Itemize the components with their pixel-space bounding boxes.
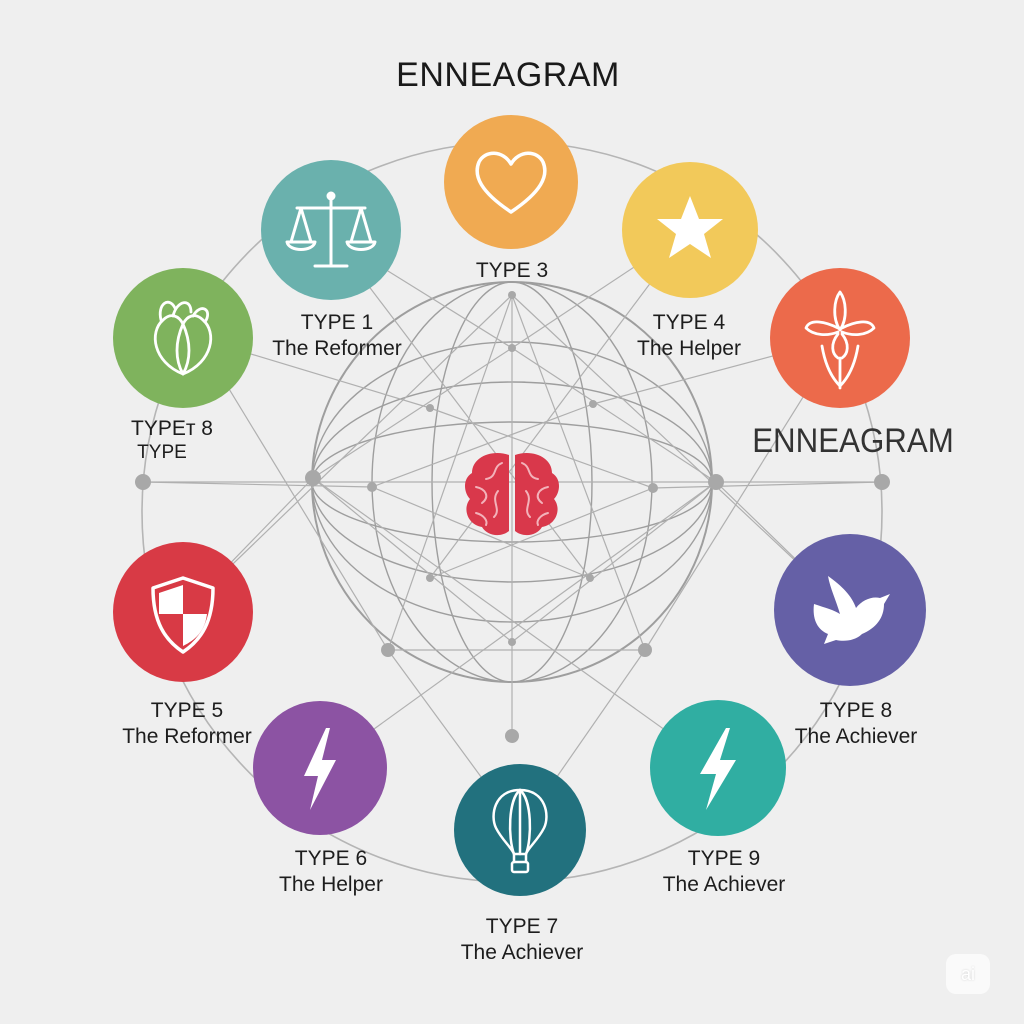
type9-name: The Achiever	[662, 873, 786, 896]
type7-label: TYPE 7 The Achiever	[461, 914, 584, 966]
type1-node[interactable]	[261, 160, 401, 300]
type3-number: TYPE 3	[475, 259, 549, 282]
type9-node[interactable]	[650, 700, 786, 836]
type6-name: The Helper	[279, 873, 383, 896]
type5-label: TYPE 5 The Reformer	[122, 698, 252, 750]
type8-right-name: The Achiever	[794, 725, 918, 748]
type8-left-name: TYPE	[137, 442, 187, 463]
heart-icon	[475, 151, 547, 214]
dove-icon	[813, 576, 890, 644]
page-title: ENNEAGRAM	[396, 56, 620, 94]
iris-flower-icon	[804, 290, 876, 390]
shield-icon	[151, 576, 215, 654]
side-title: ENNEAGRAM	[752, 422, 954, 460]
type8-right-number: TYPE 8	[819, 699, 893, 722]
type8-right-label: TYPE 8 The Achiever	[795, 698, 918, 750]
type8-left-node[interactable]	[113, 268, 253, 408]
hot-air-balloon-icon	[492, 788, 548, 874]
lightning-icon	[700, 728, 736, 810]
type4-node[interactable]	[622, 162, 758, 298]
type8-left-label: TYPEт 8 TYPE	[131, 416, 213, 464]
network-nodes	[135, 291, 890, 743]
type6-label: TYPE 6 The Helper	[279, 846, 383, 898]
type1-name: The Reformer	[272, 337, 402, 360]
type4-label: TYPE 4 The Helper	[637, 310, 741, 362]
iris-circle	[770, 268, 910, 408]
iris-node[interactable]	[770, 268, 910, 408]
type5-number: TYPE 5	[150, 699, 224, 722]
type4-name: The Helper	[637, 337, 741, 360]
type5-name: The Reformer	[122, 725, 252, 748]
ai-watermark: ai	[946, 954, 990, 994]
heart-outline-icon	[153, 300, 213, 376]
type3-label: TYPE 3	[476, 258, 548, 284]
star-icon	[657, 196, 723, 258]
type6-node[interactable]	[253, 701, 387, 835]
type7-node[interactable]	[454, 764, 586, 896]
type8-left-number: TYPEт 8	[131, 417, 213, 440]
type4-number: TYPE 4	[652, 311, 726, 334]
type8-right-node[interactable]	[774, 534, 926, 686]
type1-number: TYPE 1	[300, 311, 374, 334]
type7-number: TYPE 7	[485, 915, 559, 938]
type6-number: TYPE 6	[294, 847, 368, 870]
lightning-icon	[304, 728, 336, 810]
type1-label: TYPE 1 The Reformer	[272, 310, 402, 362]
type3-node[interactable]	[444, 115, 578, 249]
type9-label: TYPE 9 The Achiever	[663, 846, 786, 898]
scales-icon	[285, 191, 377, 268]
type5-node[interactable]	[113, 542, 253, 682]
network-lines	[142, 229, 883, 831]
type8-left-circle	[113, 268, 253, 408]
type9-number: TYPE 9	[687, 847, 761, 870]
brain-icon	[465, 453, 559, 536]
type7-name: The Achiever	[460, 941, 584, 964]
type3-circle	[444, 115, 578, 249]
